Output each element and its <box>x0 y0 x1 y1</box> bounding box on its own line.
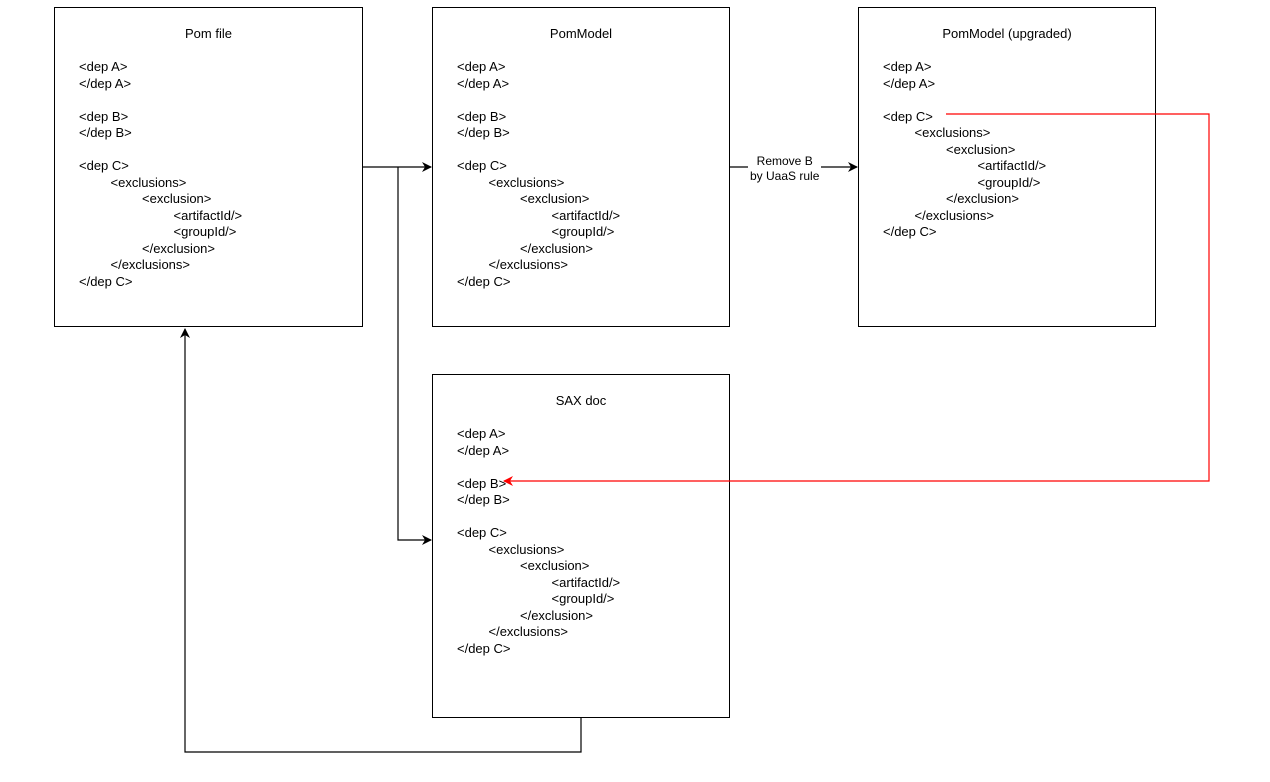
code-line: <groupId/> <box>551 591 615 606</box>
code-line <box>883 92 1046 109</box>
code-line: </dep C> <box>457 640 511 656</box>
code-line: </exclusions> <box>914 207 995 223</box>
code-line: </dep A> <box>883 75 936 91</box>
edge-pomfile-to-saxdoc <box>397 167 432 545</box>
code-line: <dep A> <box>883 59 932 74</box>
code-line: <exclusions> <box>488 541 565 557</box>
code-line: </dep C> <box>457 273 511 289</box>
code-line: <exclusions> <box>110 174 187 190</box>
code-line: </dep A> <box>457 75 510 91</box>
code-line: <dep B> <box>457 475 507 491</box>
sax-doc-content: <dep A></dep A><dep B></dep B><dep C><ex… <box>457 426 620 657</box>
code-line: </exclusions> <box>110 257 191 272</box>
code-line: <exclusions> <box>488 174 565 190</box>
code-line: </exclusion> <box>142 240 215 256</box>
code-line <box>457 459 620 476</box>
code-line: <artifactId/> <box>551 574 621 590</box>
pom-file-box: Pom file <dep A></dep A> <dep B></dep B> <… <box>54 7 363 327</box>
edge-label-line2: by UaaS rule <box>750 169 820 183</box>
code-line: <groupId/> <box>977 174 1041 190</box>
pom-model-upgraded-title: PomModel (upgraded) <box>942 26 1072 41</box>
pom-file-title: Pom file <box>185 26 232 41</box>
code-line: <exclusion> <box>142 191 212 206</box>
code-line: <dep A> <box>79 59 128 74</box>
sax-doc-box: SAX doc <dep A></dep A> <dep B></dep B> <d… <box>432 374 730 718</box>
code-line: </dep B> <box>457 125 510 140</box>
pom-model-upgraded-box: PomModel (upgraded) <dep A></dep A><dep … <box>858 7 1156 327</box>
code-line: <exclusion> <box>520 558 590 573</box>
pom-model-upgraded-content: <dep A></dep A> <dep C><exclusions><exclu… <box>883 59 1046 241</box>
code-line: <dep B> <box>457 108 507 124</box>
code-line: <dep B> <box>79 108 129 124</box>
code-line: <exclusions> <box>914 125 991 140</box>
code-line <box>457 142 620 159</box>
code-line: <exclusion> <box>520 191 590 206</box>
pom-model-box: PomModel <dep A></dep A> <dep B></dep B> <… <box>432 7 730 327</box>
code-line <box>457 509 620 526</box>
code-line: </dep C> <box>883 224 937 239</box>
code-line: <dep C> <box>457 525 507 540</box>
code-line: </dep B> <box>457 492 510 507</box>
code-line: <groupId/> <box>173 224 237 239</box>
code-line: </dep A> <box>457 442 510 458</box>
code-line: <dep C> <box>79 158 129 173</box>
code-line: <artifactId/> <box>977 158 1047 173</box>
pom-model-title: PomModel <box>549 26 613 41</box>
pom-file-content: <dep A></dep A><dep B></dep B><dep C><ex… <box>79 59 242 290</box>
code-line: <dep A> <box>457 59 506 74</box>
edge-label-line1: Remove B <box>756 154 813 168</box>
code-line: </exclusion> <box>520 240 593 256</box>
code-line: </dep B> <box>79 125 132 140</box>
code-line: <exclusion> <box>946 141 1016 157</box>
code-line: <groupId/> <box>551 224 615 239</box>
code-line: </exclusion> <box>946 191 1019 206</box>
code-line <box>457 92 620 109</box>
code-line: <dep A> <box>457 426 506 441</box>
code-line: <artifactId/> <box>551 207 621 223</box>
code-line: <artifactId/> <box>173 207 243 223</box>
code-line: <dep C> <box>457 158 507 173</box>
edge-label-remove-b: Remove B by UaaS rule <box>748 154 822 184</box>
pom-model-content: <dep A></dep A><dep B></dep B><dep C><ex… <box>457 59 620 290</box>
code-line: </dep A> <box>79 75 132 91</box>
code-line: </exclusion> <box>520 607 593 623</box>
code-line <box>79 92 242 109</box>
code-line: <dep C> <box>883 108 933 124</box>
sax-doc-title: SAX doc <box>555 393 607 408</box>
code-line: </exclusions> <box>488 257 569 272</box>
code-line <box>79 142 242 159</box>
code-line: </dep C> <box>79 273 133 289</box>
code-line: </exclusions> <box>488 624 569 639</box>
